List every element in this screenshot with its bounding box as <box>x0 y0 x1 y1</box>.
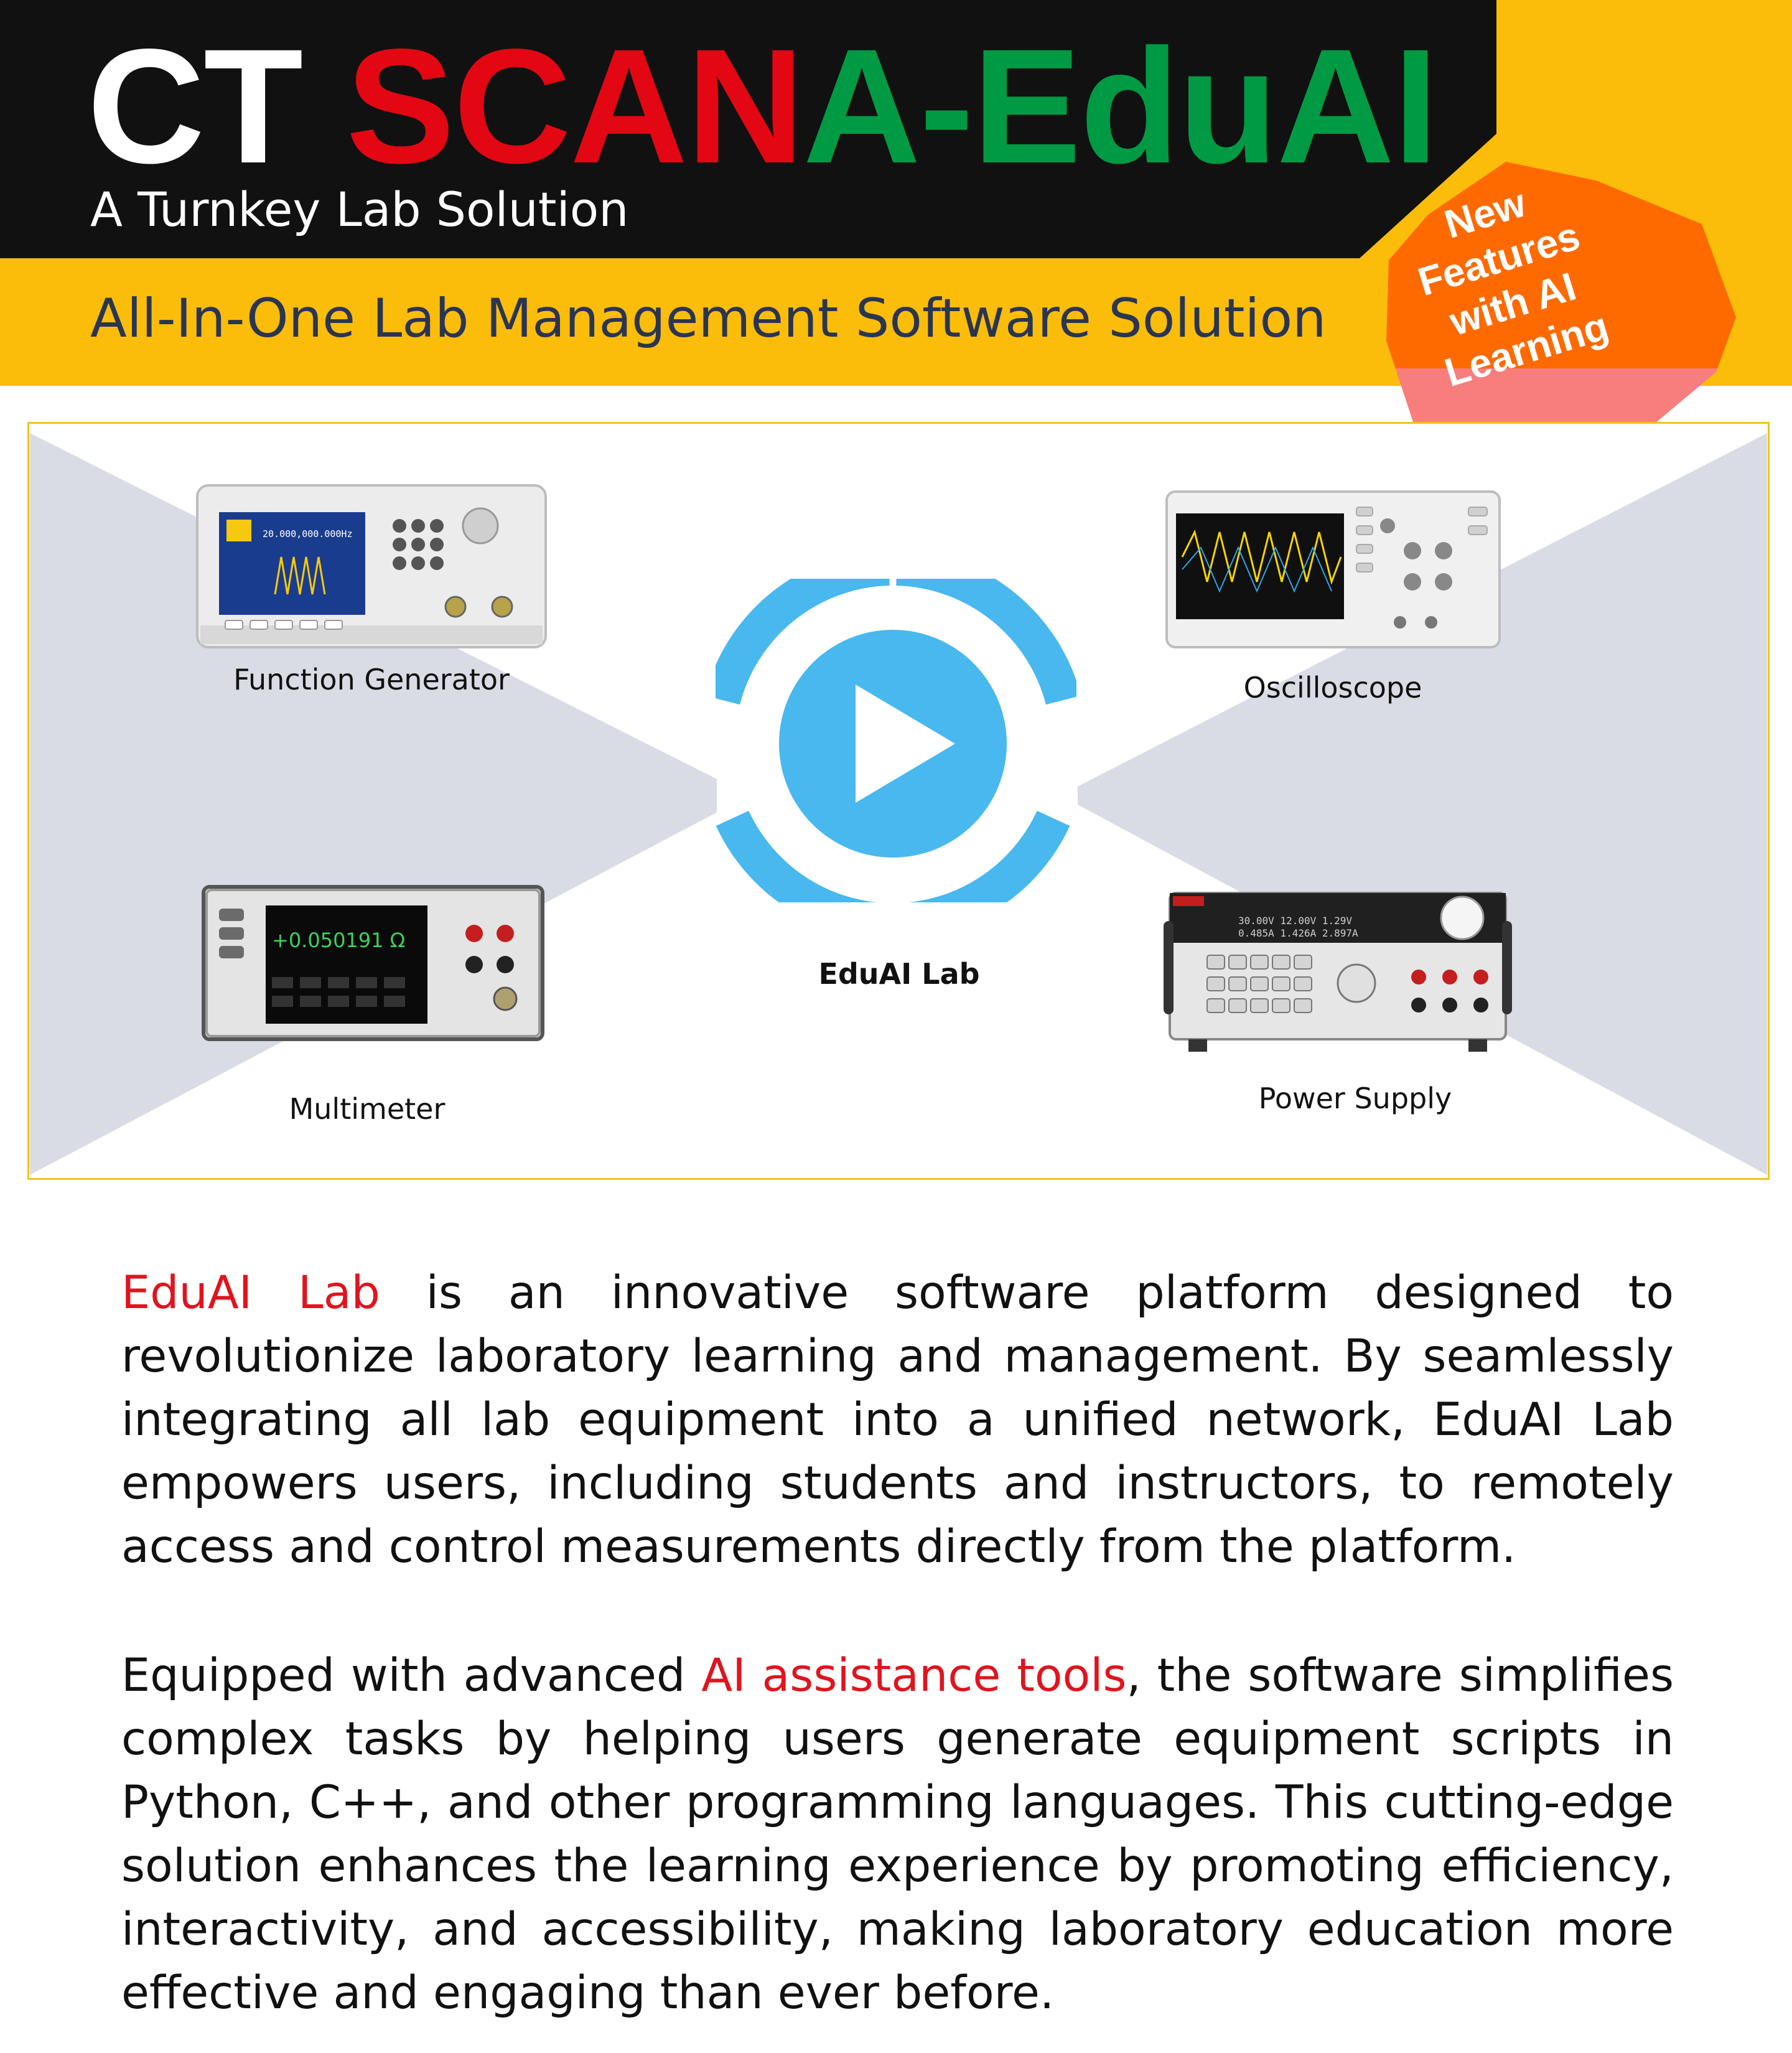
ai-tools-paragraph: Equipped with advanced AI assistance too… <box>121 1644 1674 2025</box>
multimeter-image: +0.050191 Ω <box>202 885 544 1041</box>
power-supply-reading-2: 0.485A 1.426A 2.897A <box>1238 927 1358 939</box>
subtitle: A Turnkey Lab Solution <box>90 182 629 237</box>
function-generator-image: 20.000,000.000Hz <box>196 484 547 648</box>
ai-tools-paragraph-after: , the software simplifies complex tasks … <box>121 1649 1674 2019</box>
function-generator-reading: 20.000,000.000Hz <box>263 528 353 540</box>
power-supply-reading-1: 30.00V 12.00V 1.29V <box>1238 915 1352 927</box>
power-supply-image: 30.00V 12.00V 1.29V 0.485A 1.426A 2.897A <box>1164 892 1512 1052</box>
header-banner: CT SCANA-EduAI A Turnkey Lab Solution Al… <box>0 0 1792 386</box>
power-supply-label: Power Supply <box>1258 1082 1452 1115</box>
ai-tools-paragraph-before: Equipped with advanced <box>121 1649 702 1702</box>
eduai-lab-label: EduAI Lab <box>818 957 980 991</box>
intro-paragraph-text: is an innovative software platform desig… <box>121 1266 1674 1573</box>
eduai-play-icon <box>716 579 1076 902</box>
function-generator-label: Function Generator <box>233 663 510 696</box>
ai-assistance-tools-highlight: AI assistance tools <box>701 1649 1127 1702</box>
oscilloscope-image <box>1165 490 1501 648</box>
intro-paragraph: EduAI Lab is an innovative software plat… <box>121 1261 1674 1579</box>
tagline: All-In-One Lab Management Software Solut… <box>90 288 1327 350</box>
eduai-lab-highlight: EduAI Lab <box>121 1266 380 1319</box>
oscilloscope-label: Oscilloscope <box>1243 671 1422 704</box>
multimeter-label: Multimeter <box>289 1092 446 1126</box>
multimeter-reading: +0.050191 Ω <box>272 928 405 952</box>
page-title: CT SCANA-EduAI <box>87 15 1439 197</box>
